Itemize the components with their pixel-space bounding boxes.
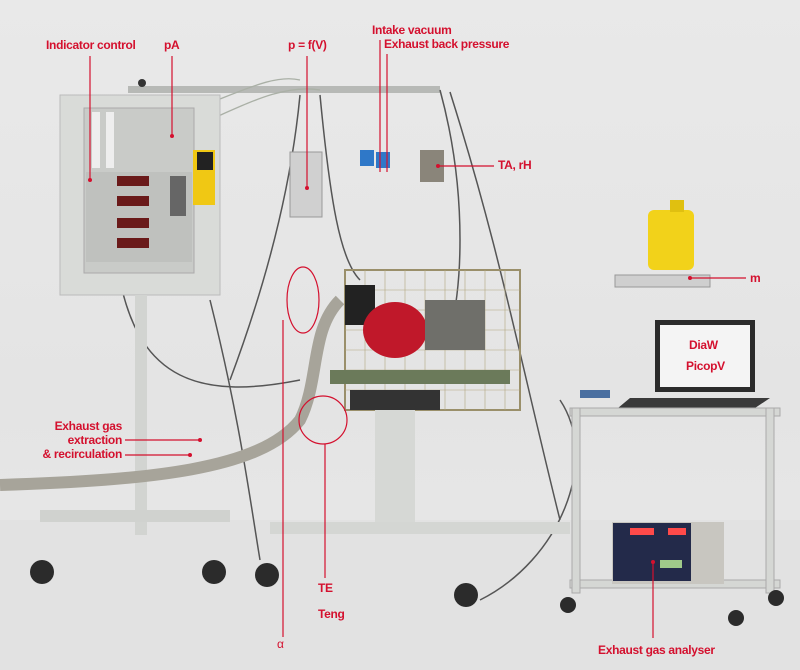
label-p-fv: p = f(V): [288, 38, 327, 52]
leader-lines: [89, 40, 746, 638]
label-pa: pA: [164, 38, 180, 52]
label-intake-vacuum: Intake vacuum: [372, 23, 452, 37]
wheels: [30, 560, 784, 626]
fuel-canister: [648, 210, 694, 270]
intake-sensor: [360, 150, 374, 166]
label-indicator-control: Indicator control: [46, 38, 136, 52]
label-exhaust-gas-extraction: Exhaust gas extraction & recirculation: [18, 419, 122, 461]
label-diaw: DiaW: [689, 338, 718, 352]
exhaust-gas-analyser: [612, 522, 724, 584]
label-exhaust-gas-analyser: Exhaust gas analyser: [598, 643, 715, 657]
engine: [363, 302, 427, 358]
label-exhaust-back-pressure: Exhaust back pressure: [384, 37, 510, 51]
label-teng: Teng: [318, 607, 345, 621]
label-te: TE: [318, 581, 333, 595]
label-picopv: PicopV: [686, 359, 725, 373]
exhaust-pipe: [0, 295, 345, 491]
label-line-2: extraction: [67, 433, 123, 447]
label-m: m: [750, 271, 761, 285]
exhaust-sensor: [376, 152, 390, 168]
label-line-3: & recirculation: [42, 447, 122, 461]
overhead-rail: [128, 86, 440, 93]
laptop: [618, 320, 770, 408]
engine-cage: [270, 269, 570, 534]
label-ta-rh: TA, rH: [498, 158, 532, 172]
pressure-transducer-box: [289, 151, 323, 218]
label-alpha: α: [277, 637, 284, 651]
label-line-1: Exhaust gas: [54, 419, 123, 433]
